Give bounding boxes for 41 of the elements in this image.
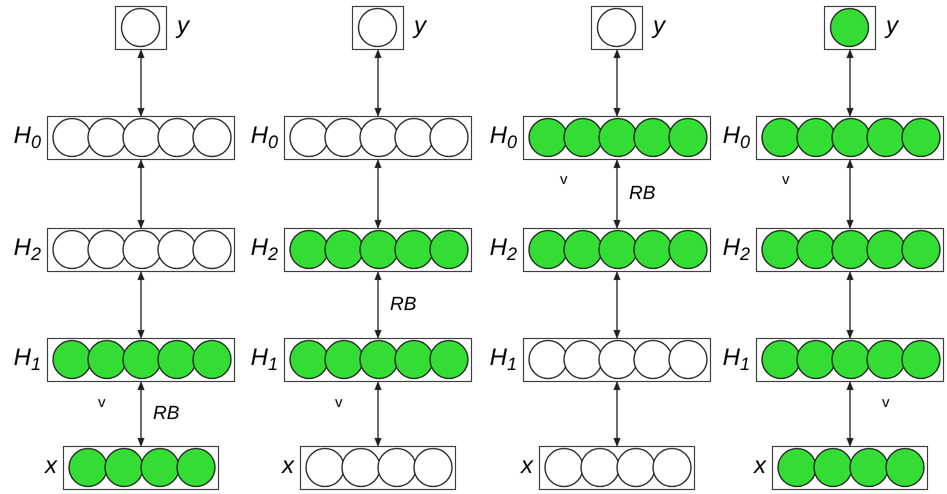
variable-label: v [560, 172, 568, 187]
double-arrow [374, 381, 382, 447]
variable-label: v [335, 395, 342, 410]
layer-label: H$_{0}$ [490, 124, 517, 148]
double-arrow [613, 381, 621, 447]
layer-label: H$_{1}$ [14, 346, 41, 370]
double-arrow [137, 381, 145, 447]
double-arrow [137, 49, 145, 117]
layer-label: H$_{2}$ [722, 236, 750, 260]
double-arrow [846, 381, 854, 447]
variable-label: v [882, 395, 890, 410]
layer-label: y [886, 14, 898, 38]
variable-label: v [98, 395, 106, 410]
layer-label: x [521, 454, 533, 478]
layer-label: H$_{1}$ [250, 346, 278, 370]
layer-label: H$_{0}$ [14, 124, 41, 148]
double-arrow [846, 159, 854, 229]
double-arrow [374, 49, 382, 117]
layer-label: y [414, 14, 426, 38]
double-arrow [137, 271, 145, 339]
layer-label: x [754, 454, 766, 478]
double-arrow [613, 271, 621, 339]
double-arrow [137, 159, 145, 229]
layer-label: H$_{2}$ [250, 236, 278, 260]
variable-label: v [782, 172, 790, 187]
layer-label: H$_{0}$ [250, 124, 278, 148]
layer-label: H$_{1}$ [722, 346, 750, 370]
layer-label: x [282, 454, 294, 478]
layer-label: H$_{2}$ [14, 236, 41, 260]
double-arrow [846, 271, 854, 339]
layer-label: H$_{1}$ [490, 346, 517, 370]
layer-label: y [177, 14, 189, 38]
layer-label: y [653, 14, 665, 38]
layer-label: H$_{0}$ [722, 124, 750, 148]
double-arrow [374, 159, 382, 229]
double-arrow [613, 159, 621, 229]
layer-label: H$_{2}$ [490, 236, 517, 260]
double-arrow [374, 271, 382, 339]
layer-label: x [45, 454, 57, 478]
double-arrow [846, 49, 854, 117]
double-arrow [613, 49, 621, 117]
